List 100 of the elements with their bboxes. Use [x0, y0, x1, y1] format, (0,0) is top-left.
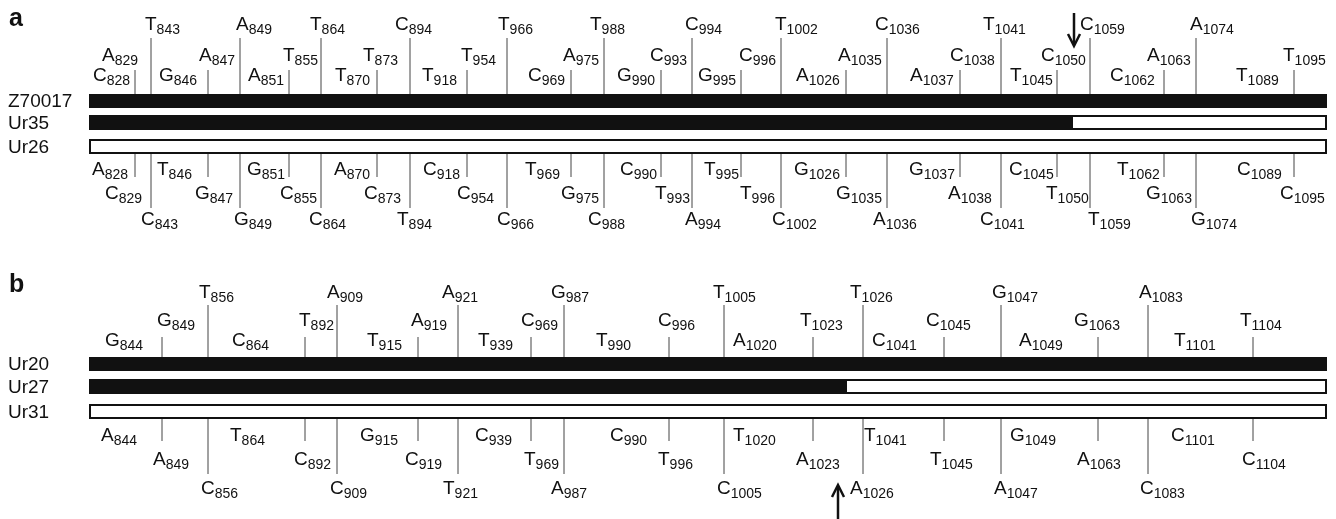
nucleotide-label: T$_{1023}$ — [800, 310, 843, 329]
nucleotide-label: G$_{1049}$ — [1010, 425, 1056, 444]
nucleotide-label: G$_{846}$ — [159, 65, 198, 84]
nucleotide-label: G$_{1047}$ — [992, 282, 1038, 301]
nucleotide-label: C$_{856}$ — [201, 478, 239, 497]
nucleotide-label: T$_{843}$ — [145, 14, 180, 33]
nucleotide-label: A$_{829}$ — [102, 45, 139, 64]
nucleotide-label: A$_{909}$ — [327, 282, 364, 301]
nucleotide-label: T$_{892}$ — [299, 310, 334, 329]
nucleotide-label: G$_{1063}$ — [1074, 310, 1120, 329]
nucleotide-label: G$_{847}$ — [195, 183, 234, 202]
nucleotide-label: A$_{1026}$ — [796, 65, 840, 84]
nucleotide-label: T$_{1104}$ — [1240, 310, 1282, 329]
strain-label: Ur26 — [8, 136, 50, 156]
nucleotide-label: G$_{1074}$ — [1191, 209, 1237, 228]
nucleotide-label: A$_{975}$ — [563, 45, 600, 64]
sequence-bar — [89, 94, 1327, 108]
nucleotide-label: A$_{1023}$ — [796, 449, 840, 468]
nucleotide-label: C$_{966}$ — [497, 209, 535, 228]
nucleotide-label: T$_{996}$ — [658, 449, 693, 468]
nucleotide-label: A$_{919}$ — [411, 310, 448, 329]
nucleotide-label: C$_{1038}$ — [950, 45, 995, 64]
nucleotide-label: T$_{990}$ — [596, 330, 631, 349]
nucleotide-label: C$_{990}$ — [620, 159, 658, 178]
sequence-bar — [89, 115, 1327, 130]
nucleotide-label: C$_{1036}$ — [875, 14, 920, 33]
nucleotide-label: C$_{864}$ — [309, 209, 347, 228]
nucleotide-label: A$_{1049}$ — [1019, 330, 1063, 349]
nucleotide-label: C$_{988}$ — [588, 209, 626, 228]
panel-letter: b — [9, 271, 25, 296]
nucleotide-label: C$_{1005}$ — [717, 478, 762, 497]
nucleotide-label: C$_{969}$ — [528, 65, 566, 84]
nucleotide-label: C$_{1101}$ — [1171, 425, 1215, 444]
nucleotide-label: T$_{1026}$ — [850, 282, 893, 301]
nucleotide-label: A$_{987}$ — [551, 478, 588, 497]
nucleotide-label: G$_{995}$ — [698, 65, 737, 84]
nucleotide-label: T$_{846}$ — [157, 159, 192, 178]
nucleotide-label: C$_{1050}$ — [1041, 45, 1086, 64]
nucleotide-label: C$_{954}$ — [457, 183, 495, 202]
nucleotide-label: A$_{921}$ — [442, 282, 479, 301]
strain-label: Ur27 — [8, 376, 50, 396]
nucleotide-label: G$_{975}$ — [561, 183, 600, 202]
nucleotide-label: A$_{994}$ — [685, 209, 722, 228]
strain-label: Z70017 — [8, 91, 73, 110]
nucleotide-label: C$_{996}$ — [739, 45, 777, 64]
nucleotide-label: T$_{966}$ — [498, 14, 533, 33]
nucleotide-label: C$_{1083}$ — [1140, 478, 1185, 497]
nucleotide-label: C$_{1002}$ — [772, 209, 817, 228]
nucleotide-label: C$_{1041}$ — [872, 330, 917, 349]
sequence-bar — [89, 379, 1327, 394]
nucleotide-label: C$_{909}$ — [330, 478, 368, 497]
nucleotide-label: C$_{855}$ — [280, 183, 318, 202]
nucleotide-label: T$_{921}$ — [443, 478, 478, 497]
nucleotide-label: G$_{1037}$ — [909, 159, 955, 178]
nucleotide-label: C$_{994}$ — [685, 14, 723, 33]
nucleotide-label: T$_{1059}$ — [1088, 209, 1131, 228]
nucleotide-label: A$_{870}$ — [334, 159, 371, 178]
sequence-bar — [89, 139, 1327, 154]
nucleotide-label: T$_{918}$ — [422, 65, 457, 84]
nucleotide-label: A$_{1074}$ — [1190, 14, 1234, 33]
panel-letter: a — [9, 5, 23, 30]
nucleotide-label: G$_{987}$ — [551, 282, 590, 301]
strain-label: Ur31 — [8, 401, 50, 421]
nucleotide-label: C$_{1062}$ — [1110, 65, 1155, 84]
strain-label: Ur35 — [8, 112, 50, 132]
nucleotide-label: T$_{870}$ — [335, 65, 370, 84]
nucleotide-label: C$_{1041}$ — [980, 209, 1025, 228]
nucleotide-label: C$_{1104}$ — [1242, 449, 1286, 468]
nucleotide-label: A$_{1083}$ — [1139, 282, 1183, 301]
nucleotide-label: C$_{1045}$ — [1009, 159, 1054, 178]
nucleotide-label: T$_{939}$ — [478, 330, 513, 349]
nucleotide-label: C$_{993}$ — [650, 45, 688, 64]
nucleotide-label: T$_{996}$ — [740, 183, 775, 202]
nucleotide-label: T$_{988}$ — [590, 14, 625, 33]
nucleotide-label: T$_{1062}$ — [1117, 159, 1160, 178]
nucleotide-label: C$_{864}$ — [232, 330, 270, 349]
nucleotide-label: C$_{918}$ — [423, 159, 461, 178]
nucleotide-label: T$_{954}$ — [461, 45, 496, 64]
nucleotide-label: T$_{855}$ — [283, 45, 318, 64]
nucleotide-label: C$_{828}$ — [93, 65, 131, 84]
nucleotide-label: A$_{844}$ — [101, 425, 138, 444]
nucleotide-label: C$_{892}$ — [294, 449, 332, 468]
nucleotide-label: T$_{1005}$ — [713, 282, 756, 301]
nucleotide-label: T$_{856}$ — [199, 282, 234, 301]
nucleotide-label: T$_{1041}$ — [983, 14, 1026, 33]
nucleotide-label: A$_{849}$ — [236, 14, 273, 33]
nucleotide-label: G$_{1063}$ — [1146, 183, 1192, 202]
nucleotide-label: C$_{990}$ — [610, 425, 648, 444]
nucleotide-label: C$_{1059}$ — [1080, 14, 1125, 33]
nucleotide-label: T$_{1045}$ — [930, 449, 973, 468]
nucleotide-label: G$_{844}$ — [105, 330, 144, 349]
nucleotide-label: T$_{1002}$ — [775, 14, 818, 33]
nucleotide-label: T$_{894}$ — [397, 209, 432, 228]
nucleotide-label: A$_{849}$ — [153, 449, 190, 468]
nucleotide-label: A$_{1035}$ — [838, 45, 882, 64]
nucleotide-label: C$_{939}$ — [475, 425, 513, 444]
nucleotide-label: T$_{1020}$ — [733, 425, 776, 444]
nucleotide-label: C$_{873}$ — [364, 183, 402, 202]
nucleotide-label: T$_{1089}$ — [1236, 65, 1279, 84]
nucleotide-label: T$_{969}$ — [525, 159, 560, 178]
